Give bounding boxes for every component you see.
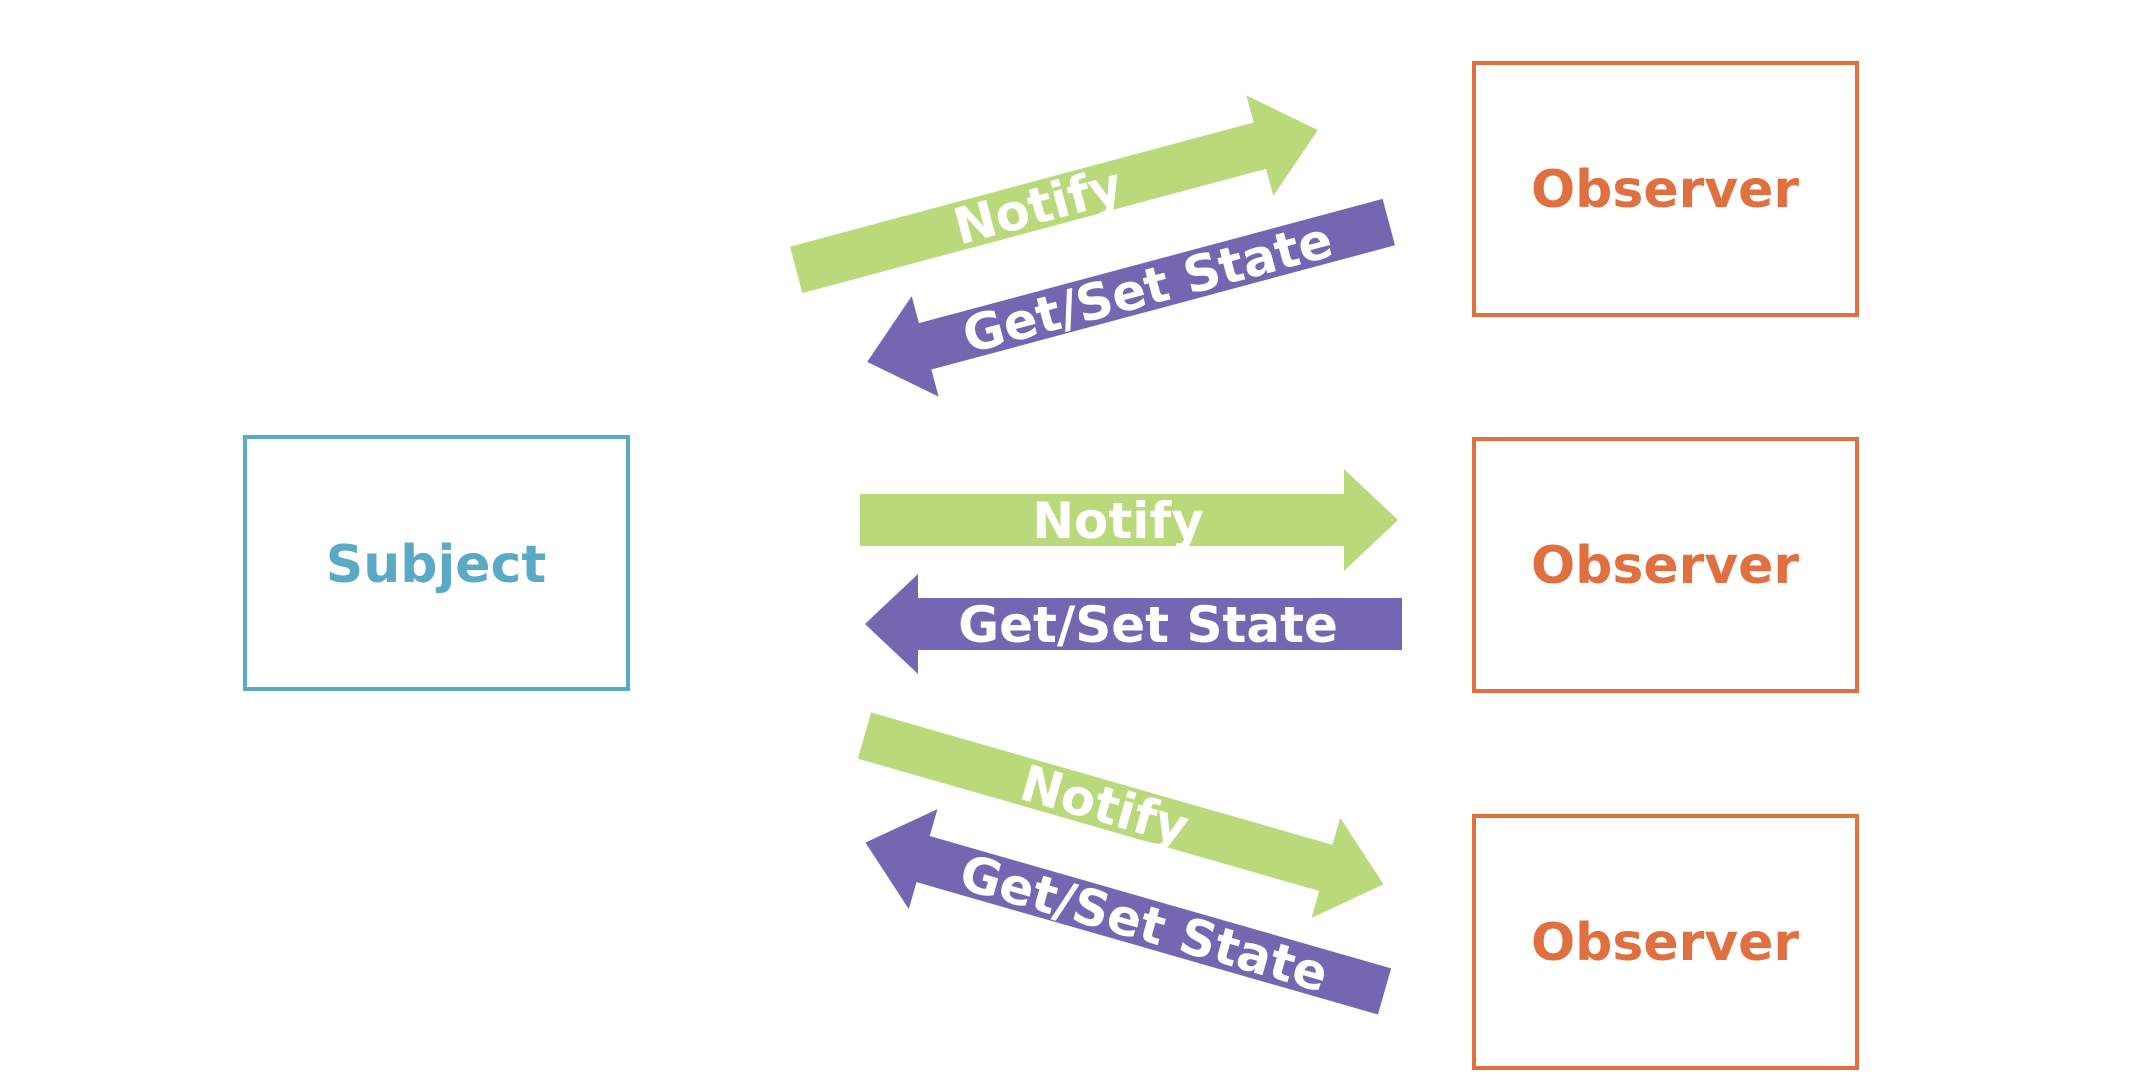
subject-label: Subject — [326, 535, 546, 595]
subject-box — [243, 435, 630, 691]
observer-box-1 — [1472, 61, 1859, 317]
state-arrow-1-shape — [867, 198, 1396, 397]
observer-node-2: Observer — [1472, 437, 1859, 693]
observer-box-2 — [1472, 437, 1859, 693]
notify-arrow-1-shape — [789, 95, 1318, 294]
state-arrow-2: Get/Set State — [865, 574, 1402, 674]
state-arrow-3-shape — [865, 809, 1392, 1015]
observer-label-1: Observer — [1531, 160, 1799, 220]
observer-label-2: Observer — [1531, 536, 1799, 596]
notify-arrow-2: Notify — [860, 469, 1398, 571]
observer-label-3: Observer — [1531, 913, 1799, 973]
notify-arrow-2-label: Notify — [1032, 492, 1204, 550]
state-arrow-2-shape — [865, 574, 1402, 674]
notify-arrow-3-label: Notify — [1014, 754, 1195, 857]
notify-arrow-1-label: Notify — [948, 156, 1129, 256]
observer-node-1: Observer — [1472, 61, 1859, 317]
state-arrow-2-label: Get/Set State — [958, 596, 1338, 654]
subject-node: Subject — [243, 435, 630, 691]
notify-arrow-3-shape — [857, 712, 1384, 918]
notify-arrow-2-shape — [860, 469, 1398, 571]
observer-box-3 — [1472, 814, 1859, 1070]
observer-node-3: Observer — [1472, 814, 1859, 1070]
